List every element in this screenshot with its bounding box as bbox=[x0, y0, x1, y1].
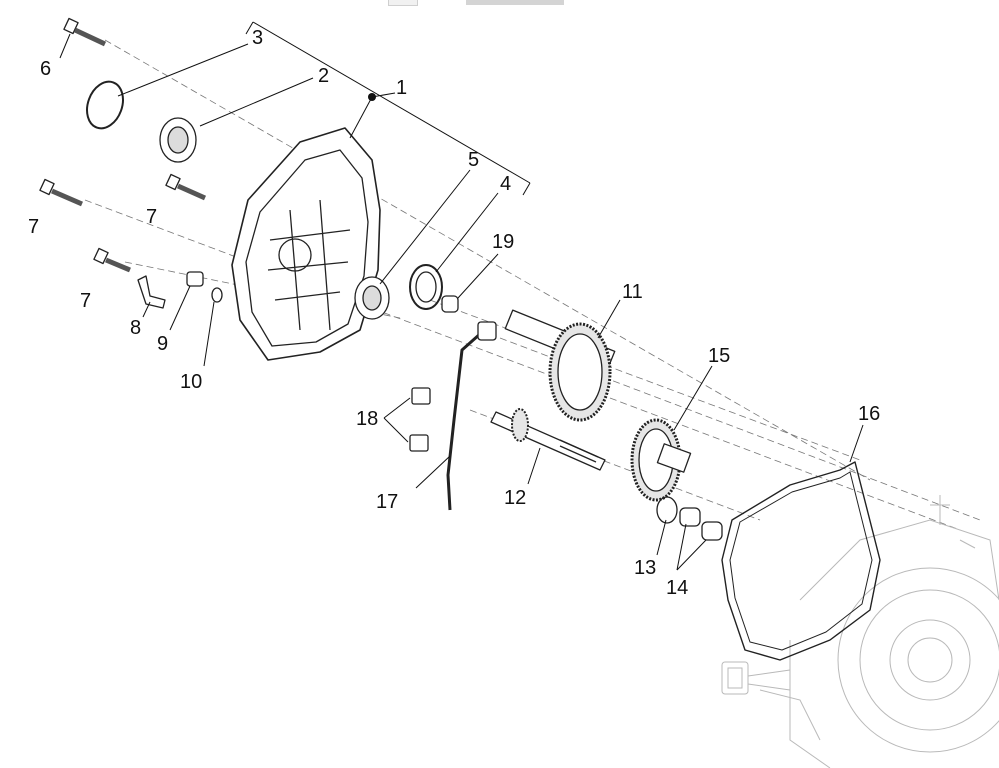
sensor-cable bbox=[446, 321, 497, 511]
engine-housing-ghost bbox=[721, 495, 999, 768]
output-shaft bbox=[490, 408, 606, 471]
driven-gear bbox=[630, 418, 692, 502]
assembly-bracket bbox=[245, 21, 531, 196]
callout-10: 10 bbox=[180, 371, 202, 393]
callout-5: 5 bbox=[468, 149, 479, 171]
callout-12: 12 bbox=[504, 487, 526, 509]
gasket bbox=[721, 461, 881, 661]
callout-1: 1 bbox=[396, 77, 407, 99]
screw bbox=[186, 271, 204, 287]
toolbar-wide-box bbox=[466, 0, 564, 5]
callout-3: 3 bbox=[252, 27, 263, 49]
callout-7-left: 7 bbox=[28, 216, 39, 238]
toolbar-small-box bbox=[388, 0, 418, 6]
callout-19: 19 bbox=[492, 231, 514, 253]
cable-bracket bbox=[137, 275, 166, 309]
callout-labels: 1 2 3 4 5 6 7 7 7 8 9 10 11 12 13 14 15 … bbox=[28, 27, 880, 599]
callout-13: 13 bbox=[634, 557, 656, 579]
callout-11: 11 bbox=[622, 281, 643, 303]
callout-6: 6 bbox=[40, 58, 51, 80]
callout-9: 9 bbox=[157, 333, 168, 355]
bearing-large bbox=[159, 117, 197, 163]
callout-16: 16 bbox=[858, 403, 880, 425]
bolt-6 bbox=[63, 17, 107, 47]
callout-15: 15 bbox=[708, 345, 730, 367]
callout-17: 17 bbox=[376, 491, 398, 513]
crankcase-cover bbox=[231, 93, 381, 361]
plug bbox=[441, 295, 459, 313]
leader-lines bbox=[59, 33, 864, 571]
callout-4: 4 bbox=[500, 173, 511, 195]
thrust-washer bbox=[656, 496, 678, 524]
callout-18: 18 bbox=[356, 408, 378, 430]
cable-clip-lower bbox=[409, 434, 429, 452]
shim-rear bbox=[701, 521, 723, 541]
intermediate-gear-shaft bbox=[504, 309, 616, 422]
washer bbox=[211, 287, 223, 303]
callout-7-lower: 7 bbox=[80, 290, 91, 312]
bolt-7-left bbox=[39, 178, 83, 207]
callout-7-upper: 7 bbox=[146, 206, 157, 228]
bolt-7-upper bbox=[165, 173, 207, 201]
oil-seal bbox=[409, 264, 443, 310]
alignment-axes bbox=[84, 39, 981, 531]
callout-2: 2 bbox=[318, 65, 329, 87]
bolt-7-lower bbox=[93, 247, 131, 273]
circlip bbox=[86, 80, 124, 130]
callout-8: 8 bbox=[130, 317, 141, 339]
callout-14: 14 bbox=[666, 577, 688, 599]
cable-clip-upper bbox=[411, 387, 431, 405]
bearing-small bbox=[354, 276, 390, 320]
shim-front bbox=[679, 507, 701, 527]
